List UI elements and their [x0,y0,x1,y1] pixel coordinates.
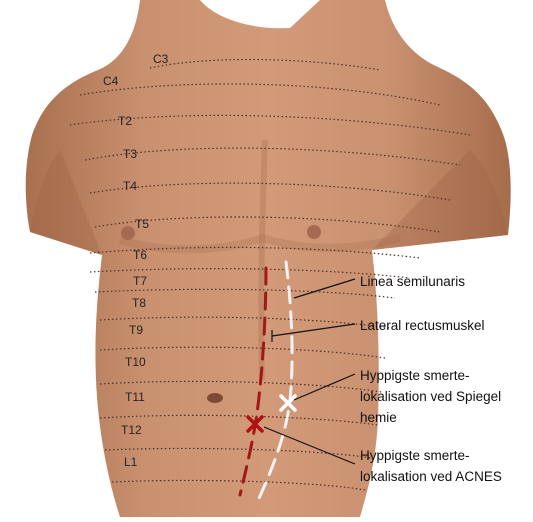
navel [207,393,223,403]
annotations: Linea semilunaris Lateral rectusmuskel H… [360,274,502,484]
dermatome-label-t4: T4 [123,179,137,193]
label-spiegel-line-2: lokalisation ved Spiegel [360,389,501,404]
dermatome-label-t5: T5 [135,217,149,231]
dermatome-label-t9: T9 [129,323,143,337]
dermatome-label-c4: C4 [103,74,119,88]
dermatome-label-t3: T3 [123,147,137,161]
right-nipple [307,225,321,239]
dermatome-label-t6: T6 [133,248,147,262]
dermatome-label-t7: T7 [133,274,147,288]
label-lateral-rectus: Lateral rectusmuskel [360,318,485,333]
dermatome-label-t8: T8 [132,296,146,310]
label-linea-semilunaris: Linea semilunaris [360,274,465,289]
dermatome-label-l1: L1 [124,455,138,469]
dermatome-label-c3: C3 [153,52,169,66]
label-acnes-line-2: lokalisation ved ACNES [360,469,502,484]
label-spiegel-line-1: Hyppigste smerte- [360,368,470,383]
dermatome-label-t10: T10 [125,355,146,369]
dermatome-label-t2: T2 [118,114,132,128]
dermatome-label-t12: T12 [121,423,142,437]
dermatome-label-t11: T11 [125,390,145,404]
torso [26,0,511,517]
left-nipple [121,226,135,240]
label-spiegel-line-3: hemie [360,410,397,425]
label-acnes-line-1: Hyppigste smerte- [360,448,470,463]
